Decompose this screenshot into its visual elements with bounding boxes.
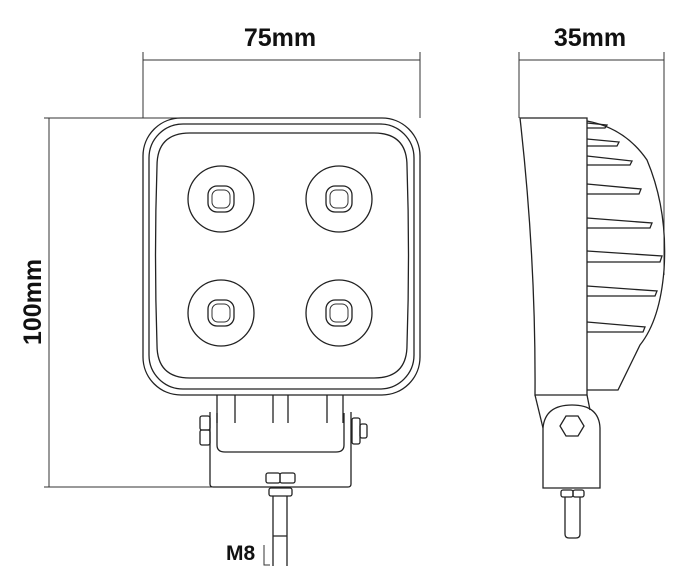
front-view: M8 [142, 117, 421, 566]
mount-block [216, 395, 344, 423]
width-dimension: 75mm [142, 24, 421, 118]
depth-label: 35mm [554, 24, 626, 52]
side-bracket [534, 394, 601, 539]
depth-dimension: 35mm [518, 24, 665, 275]
led-bottom-left [187, 279, 255, 347]
side-view [519, 117, 666, 539]
bolt-label: M8 [226, 542, 255, 565]
mounting-bolt: M8 [226, 472, 296, 566]
led-top-left [187, 165, 255, 233]
bracket [199, 412, 368, 488]
height-label: 100mm [19, 259, 47, 345]
heatsink-fins [586, 120, 666, 391]
height-dimension: 100mm [19, 117, 212, 488]
led-bottom-right [305, 279, 373, 347]
width-label: 75mm [244, 24, 316, 52]
led-top-right [305, 165, 373, 233]
